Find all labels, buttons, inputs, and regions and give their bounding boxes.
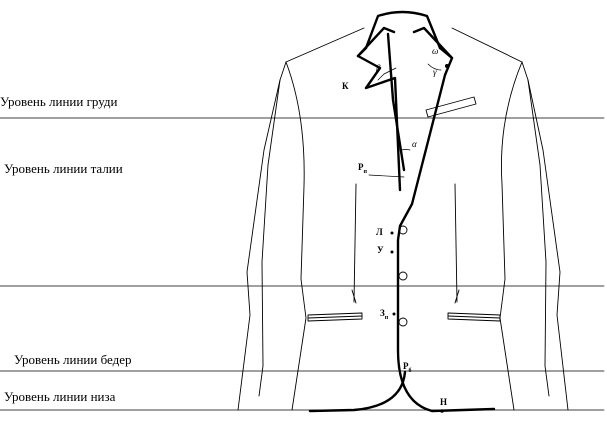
gamma-arc — [427, 63, 442, 71]
dot-omega — [445, 64, 449, 68]
left-lapel — [356, 54, 402, 192]
right-collar-notch — [412, 26, 454, 60]
point-Pn-label: Рп — [358, 162, 367, 175]
point-K-label: К — [342, 81, 349, 91]
left-sleeve — [237, 61, 287, 411]
breast-pocket — [425, 96, 477, 118]
dot-U — [390, 250, 394, 254]
dot-L — [390, 231, 394, 235]
left-dart-mark — [351, 289, 357, 304]
right-hip-pocket-welt — [447, 315, 501, 319]
lapel-break-guide — [368, 174, 405, 178]
right-armhole-side — [499, 61, 523, 411]
waist-level-label: Уровень линии талии — [4, 161, 123, 176]
right-dart-mark — [454, 289, 460, 304]
left-sleeve-inner — [258, 79, 281, 397]
collar-and-lapels — [308, 10, 496, 413]
right-hip-pocket — [447, 312, 501, 322]
construction-lines — [368, 63, 442, 178]
angle-alpha-label: α — [412, 139, 417, 149]
collar-top — [364, 10, 442, 50]
point-U-label: У — [377, 245, 384, 255]
button-1 — [398, 225, 408, 235]
level-lines — [0, 117, 605, 411]
left-shoulder-line — [285, 27, 365, 63]
angle-beta-label: β — [376, 63, 381, 73]
beta-line — [377, 67, 397, 81]
pockets — [307, 96, 501, 322]
chest-level-label: Уровень линии груди — [0, 94, 118, 109]
jacket-outline — [237, 27, 569, 411]
neck-inner-edge — [386, 32, 406, 172]
angle-omega-label: ω — [432, 46, 439, 56]
alpha-arc — [400, 149, 411, 151]
left-armhole-side — [285, 61, 307, 411]
button-3 — [398, 317, 408, 327]
point-Pb-label: Рб — [403, 361, 412, 374]
left-hip-pocket — [307, 312, 363, 322]
point-Z-label: Зп — [380, 308, 389, 321]
left-front-edge — [308, 370, 407, 413]
left-collar-notch — [356, 26, 396, 58]
button-2 — [398, 271, 408, 281]
dot-Z — [392, 312, 396, 316]
point-L-label: Л — [376, 227, 383, 237]
angle-gamma-label: γ — [433, 67, 437, 77]
right-sleeve — [521, 61, 569, 411]
right-front-dart — [454, 183, 458, 303]
left-hip-pocket-welt — [307, 315, 363, 319]
dot-N — [440, 409, 444, 413]
hip-level-label: Уровень линии бедер — [14, 352, 132, 367]
buttons — [398, 225, 408, 327]
hem-level-label: Уровень линии низа — [4, 389, 116, 404]
point-dots — [390, 64, 449, 413]
point-N-label: Н — [440, 397, 448, 407]
right-shoulder-line — [451, 27, 523, 63]
right-lapel — [396, 56, 454, 413]
right-sleeve-inner — [527, 79, 550, 397]
left-front-dart — [353, 183, 357, 303]
